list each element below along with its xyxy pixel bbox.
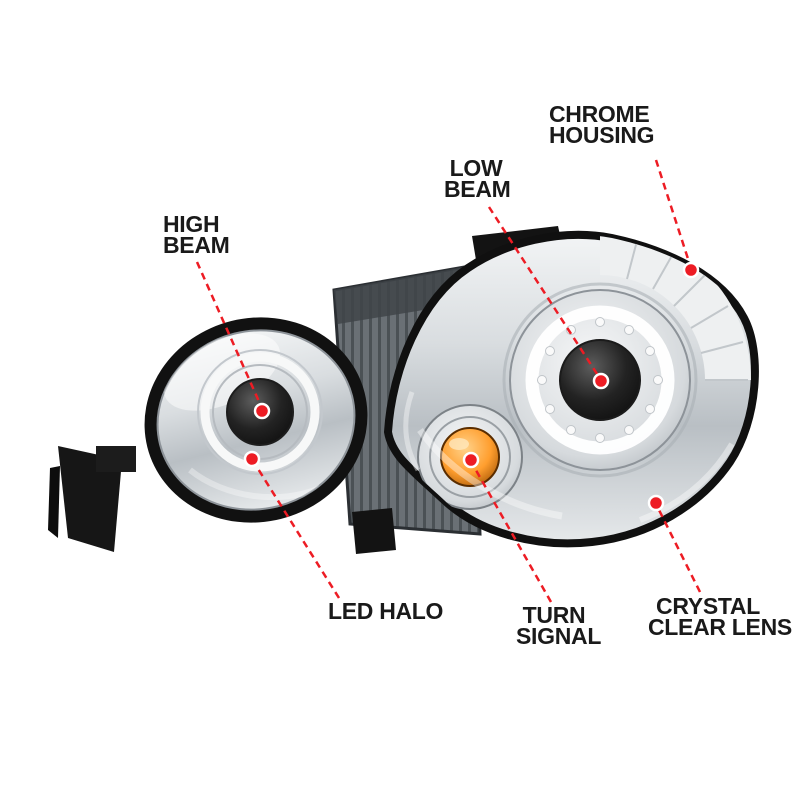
led-dots — [537, 317, 663, 443]
callout-dot-crystal-clear-lens — [647, 494, 665, 512]
callout-label-low-beam: LOW BEAM — [444, 155, 511, 202]
callout-label-turn-signal: TURN SIGNAL — [516, 602, 602, 649]
callout-label-line: CRYSTAL — [656, 593, 760, 619]
callout-line-high-beam — [195, 261, 263, 407]
callout-label-high-beam: HIGH BEAM — [163, 211, 230, 258]
chrome-housing-reflector — [599, 234, 751, 381]
callout-lines — [195, 159, 702, 603]
callout-label-chrome-housing: CHROME HOUSING — [549, 101, 655, 148]
crystal-clear-lens-reflections — [403, 391, 735, 523]
callout-dot-low-beam — [592, 372, 610, 390]
callout-dot-led-halo — [243, 450, 261, 468]
callout-label-line: CLEAR LENS — [648, 614, 792, 640]
callout-label-line: BEAM — [444, 176, 511, 202]
callout-dot-high-beam — [253, 402, 271, 420]
callout-label-line: CHROME — [549, 101, 650, 127]
callout-line-led-halo — [253, 463, 341, 599]
callout-line-chrome-housing — [654, 159, 692, 266]
callout-label-line: HIGH — [163, 211, 220, 237]
callout-label-line: LED HALO — [328, 598, 444, 624]
led-halo-ring-right — [525, 305, 675, 455]
callout-label-line: HOUSING — [549, 122, 655, 148]
callout-label-line: BEAM — [163, 232, 230, 258]
mounting-bracket-left — [48, 446, 136, 552]
high-beam-lamp — [144, 317, 368, 523]
callout-label-line: SIGNAL — [516, 623, 602, 649]
callout-line-turn-signal — [471, 464, 553, 603]
led-halo-ring-left — [200, 352, 320, 472]
callout-label-line: LOW — [449, 155, 503, 181]
callout-line-crystal-clear-lens — [656, 507, 702, 593]
callout-label-line: TURN — [522, 602, 586, 628]
callout-dots — [243, 261, 700, 512]
callout-dot-turn-signal — [462, 451, 480, 469]
callout-label-crystal-clear-lens: CRYSTAL CLEAR LENS — [648, 593, 792, 640]
callout-label-led-halo: LED HALO — [328, 598, 444, 624]
callout-line-low-beam — [487, 206, 601, 378]
callout-dot-chrome-housing — [682, 261, 700, 279]
